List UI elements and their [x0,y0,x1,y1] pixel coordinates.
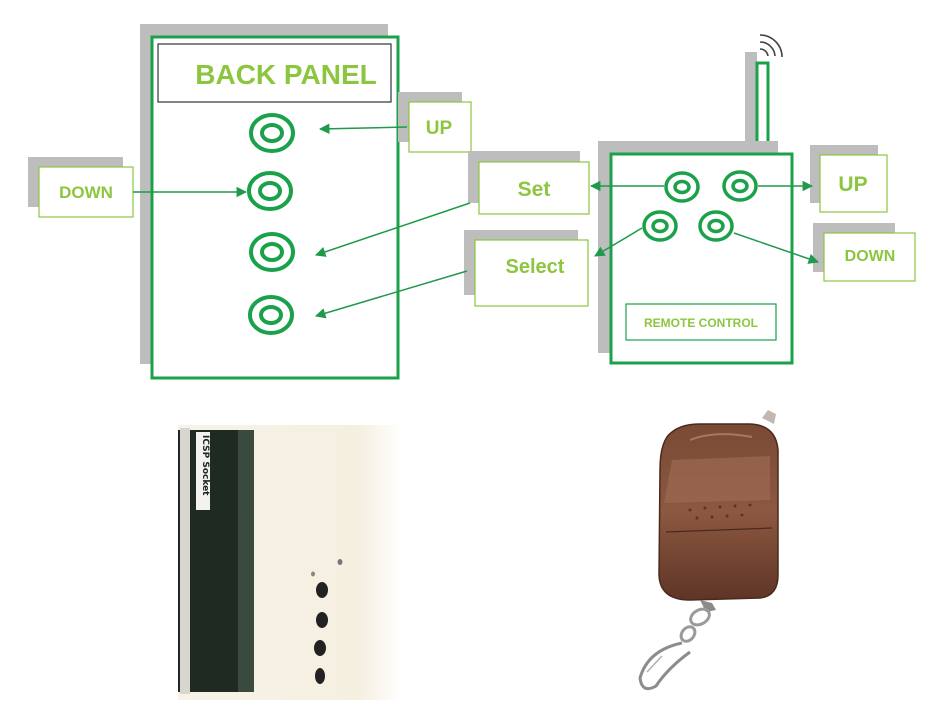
back-panel-photo: ICSP Socket [178,425,403,700]
back-panel-button-4[interactable] [248,295,294,335]
label-right-down-text: DOWN [845,248,896,265]
arrow-remote-down-to-label [733,232,819,264]
wireless-signal-icon [759,34,783,58]
remote-button-up[interactable] [722,170,758,202]
remote-button-select[interactable] [642,210,678,242]
label-right-up: UP [810,145,888,213]
connector-arrows [133,123,819,319]
label-set: Set [468,151,590,215]
icsp-socket-sticker [196,432,210,510]
label-right-up-text: UP [838,173,867,196]
remote-button-down[interactable] [698,210,734,242]
back-panel-title-box [157,43,392,103]
back-panel-button-2[interactable] [247,171,293,211]
remote-title-box [625,303,777,341]
keychain-remote-icon [638,410,779,691]
arrow-up-to-button-1 [318,123,408,135]
arrow-remote-select-to-label [594,227,643,257]
label-left-up: UP [398,92,472,153]
label-set-text: Set [518,178,551,201]
label-select: Select [464,230,589,307]
back-panel-button-3[interactable] [249,232,295,272]
icsp-socket-text: ICSP Socket [200,435,210,496]
arrow-set-to-button-3 [315,202,471,257]
label-left-up-text: UP [426,118,453,139]
remote-button-set[interactable] [664,171,700,203]
keyring-clasp [638,641,691,691]
photo-buttons [311,559,343,684]
back-panel-button-1[interactable] [249,113,295,153]
keyring-chain [679,607,711,643]
remote-title: REMOTE CONTROL [644,316,758,330]
label-left-down: DOWN [28,157,134,218]
back-panel: BACK PANEL [140,24,400,380]
antenna-shadow [745,52,757,152]
arrow-select-to-button-4 [314,270,468,319]
back-panel-title: BACK PANEL [195,59,376,90]
label-select-text: Select [506,256,565,278]
remote-diagram: REMOTE CONTROL [598,34,794,365]
label-left-down-text: DOWN [59,183,113,202]
label-right-down: DOWN [813,223,916,282]
